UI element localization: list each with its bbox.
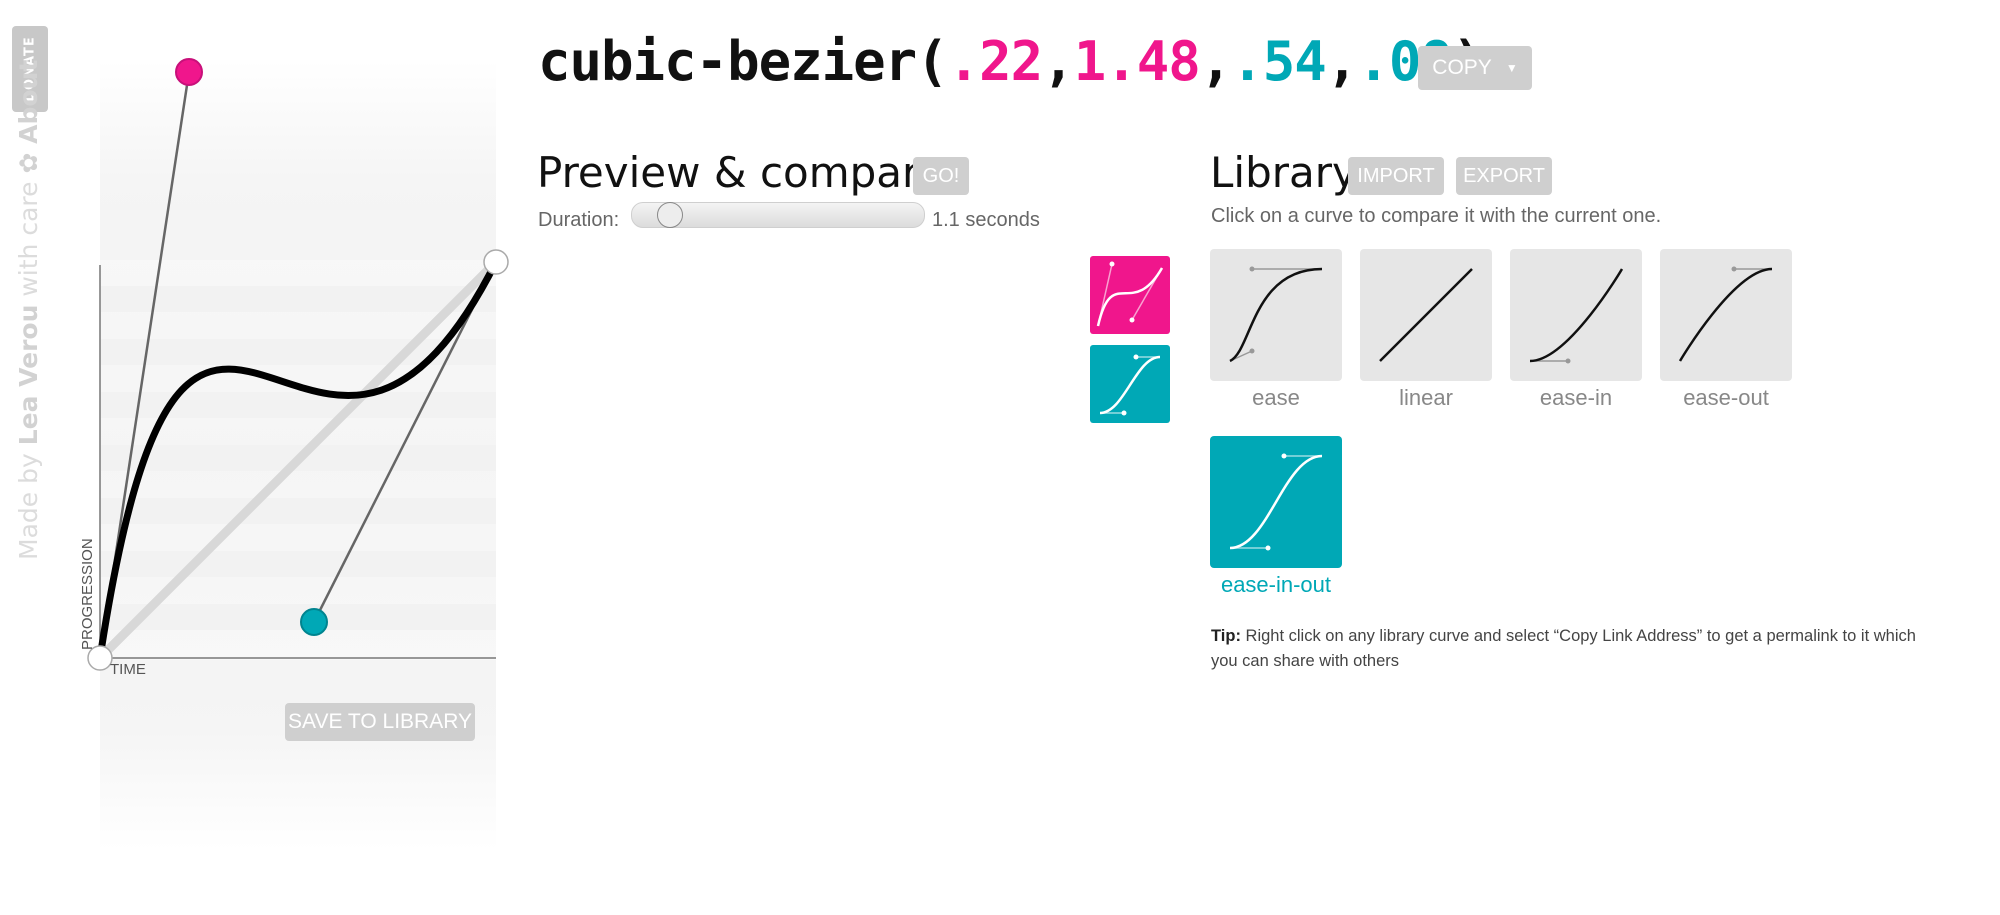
bezier-curve (96, 260, 500, 659)
ease-out-curve-icon (1678, 266, 1773, 362)
y-axis-label: PROGRESSION (79, 538, 96, 650)
library-curve-linear[interactable] (1360, 249, 1492, 381)
linear-reference-line (96, 258, 500, 662)
ease-curve-icon (1229, 266, 1323, 363)
copy-button[interactable]: COPY ▼ (1418, 46, 1532, 90)
duration-label: Duration: (538, 209, 620, 231)
go-button[interactable]: GO! (913, 157, 969, 195)
bezier-value-title[interactable]: cubic-bezier(.22,1.48,.54,.08) (538, 30, 1484, 93)
start-point (87, 645, 113, 671)
p1y-value: 1.48 (1073, 30, 1201, 93)
tip-label: Tip: (1211, 627, 1241, 645)
current-curve-preview (1090, 256, 1170, 334)
copy-label: COPY (1432, 56, 1492, 79)
control-point-1-handle (175, 58, 203, 86)
curve-name[interactable]: ease-out (1683, 385, 1769, 410)
linear-curve-icon (1379, 268, 1473, 362)
grid-stripe (100, 604, 496, 630)
compare-curve-preview (1090, 345, 1170, 423)
library-curve-ease-in[interactable] (1510, 249, 1642, 381)
title-sep: , (1042, 30, 1075, 93)
grid-stripe (100, 286, 496, 312)
curve-name[interactable]: ease-in-out (1220, 572, 1332, 597)
compare-curve-thumb-icon (1099, 354, 1161, 416)
library-curve-ease[interactable] (1210, 249, 1342, 381)
curve-name[interactable]: linear (1399, 385, 1453, 410)
duration-slider-thumb[interactable] (657, 202, 683, 228)
control-point-2-handle (300, 608, 328, 636)
curve-name[interactable]: ease (1252, 385, 1300, 410)
x-axis-label: TIME (110, 661, 146, 678)
library-tip: Tip: Right click on any library curve an… (1211, 624, 1931, 674)
preview-heading: Preview & compare (537, 148, 945, 197)
title-prefix: cubic-bezier( (538, 30, 949, 93)
current-curve-thumb-icon (1096, 261, 1164, 327)
grid-stripe (100, 498, 496, 524)
import-button[interactable]: IMPORT (1348, 157, 1444, 195)
library-description: Click on a curve to compare it with the … (1211, 205, 1662, 227)
p1x-value: .22 (947, 30, 1044, 93)
curve-name[interactable]: ease-in (1539, 385, 1613, 410)
library-heading: Library (1210, 148, 1357, 197)
donate-button[interactable]: DONATE (12, 26, 48, 112)
title-sep: , (1325, 30, 1359, 93)
ease-in-curve-icon (1529, 268, 1624, 364)
ease-in-out-curve-icon (1229, 453, 1323, 551)
p2x-value: .54 (1231, 30, 1327, 93)
tip-text: Right click on any library curve and sel… (1211, 627, 1916, 670)
chevron-down-icon: ▼ (1505, 61, 1518, 76)
save-to-library-button[interactable]: SAVE TO LIBRARY (285, 703, 475, 741)
library-curve-ease-out[interactable] (1660, 249, 1792, 381)
grid-stripe (100, 551, 496, 577)
title-sep: , (1199, 30, 1233, 93)
end-point (483, 249, 509, 275)
handle-line-p2 (312, 261, 498, 623)
library-curve-ease-in-out[interactable] (1210, 436, 1342, 568)
duration-value: 1.1 seconds (932, 209, 1040, 231)
export-button[interactable]: EXPORT (1456, 157, 1552, 195)
